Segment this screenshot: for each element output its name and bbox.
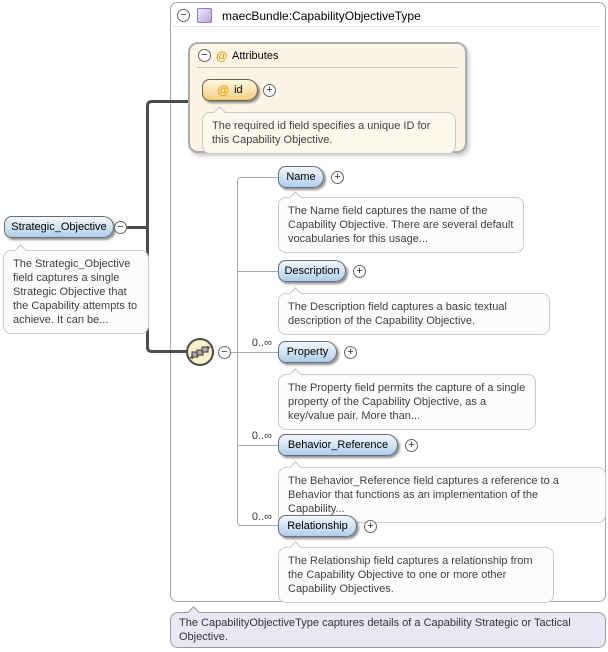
element-relationship-doc: The Relationship field captures a relati… (278, 541, 554, 603)
element-behavior-reference[interactable]: Behavior_Reference (278, 434, 398, 456)
attributes-divider (197, 67, 458, 68)
at-icon: @ (217, 83, 230, 97)
header-divider (172, 26, 602, 27)
element-description-doc: The Description field captures a basic t… (278, 287, 550, 335)
element-relationship[interactable]: Relationship (278, 515, 357, 537)
expand-toggle-icon[interactable]: + (364, 520, 377, 533)
type-title: maecBundle:CapabilityObjectiveType (222, 9, 421, 23)
at-icon: @ (216, 49, 228, 63)
element-property-doc: The Property field permits the capture o… (278, 368, 536, 430)
occurrence-label: 0..∞ (251, 511, 272, 523)
occurrence-label: 0..∞ (251, 337, 272, 349)
expand-toggle-icon[interactable]: + (331, 171, 344, 184)
expand-toggle-icon[interactable]: + (263, 84, 276, 97)
element-strategic-objective-doc: The Strategic_Objective field captures a… (3, 244, 149, 334)
element-name[interactable]: Name (278, 166, 324, 188)
expand-toggle-icon[interactable]: + (353, 265, 366, 278)
element-strategic-objective[interactable]: Strategic_Objective (4, 216, 114, 238)
type-annotation: The CapabilityObjectiveType captures det… (170, 606, 606, 648)
complextype-icon (197, 8, 212, 23)
collapse-toggle-icon[interactable]: − (114, 221, 127, 234)
tooltip-pointer (14, 244, 27, 257)
element-property[interactable]: Property (278, 341, 337, 363)
occurrence-label: 0..∞ (251, 430, 272, 442)
element-description[interactable]: Description (278, 260, 346, 282)
attribute-id-doc: The required id field specifies a unique… (202, 106, 456, 154)
collapse-toggle-icon[interactable]: − (198, 49, 211, 62)
collapse-toggle-icon[interactable]: − (218, 346, 231, 359)
expand-toggle-icon[interactable]: + (344, 346, 357, 359)
element-behavior-reference-doc: The Behavior_Reference field captures a … (278, 461, 606, 523)
attribute-name: id (234, 84, 243, 96)
collapse-toggle-icon[interactable]: − (177, 9, 190, 22)
attribute-id-badge[interactable]: @ id (202, 79, 258, 101)
sequence-compositor-icon[interactable] (186, 338, 214, 366)
expand-toggle-icon[interactable]: + (405, 439, 418, 452)
element-name-doc: The Name field captures the name of the … (278, 191, 524, 253)
attributes-title: Attributes (232, 50, 279, 62)
